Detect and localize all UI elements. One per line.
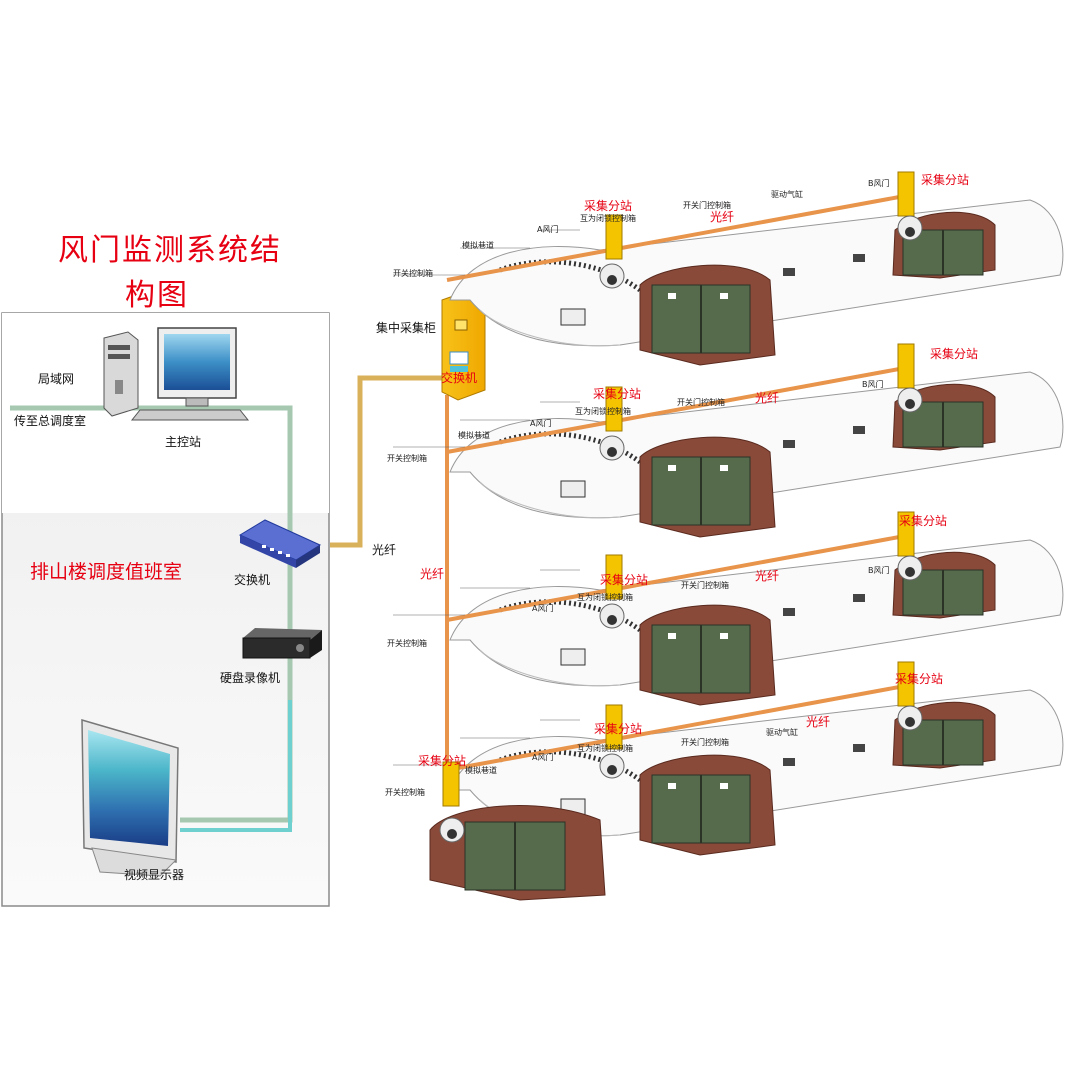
cabinet-label: 集中采集柜 [376,321,437,335]
door-ctrl-box-label-2: 开关门控制箱 [677,398,725,407]
pc-monitor-icon [130,327,250,421]
interlock-box-label-4: 互为闭锁控制箱 [577,744,633,753]
switch-box-label-4: 开关控制箱 [385,788,425,797]
switch-label: 交换机 [234,573,271,587]
room-label: 排山楼调度值班室 [30,561,183,583]
fiber-label-trunk: 光纤 [420,567,445,581]
monitor-label: 视频显示器 [124,868,185,882]
substation-label-4b: 采集分站 [895,672,944,686]
cabinet-switch-label: 交换机 [441,371,478,385]
sim-tunnel-label-1: 模拟巷道 [462,241,494,250]
door-a-label-2: A风门 [530,419,552,428]
door-a-label-3: A风门 [532,604,554,613]
door-b-label-1: B风门 [868,179,890,188]
send-to-dispatch-label: 传至总调度室 [14,414,87,428]
video-monitor-icon [81,718,179,877]
substation-label-3a: 采集分站 [600,573,649,587]
fiber-label-2: 光纤 [755,391,780,405]
sim-tunnel-label-2: 模拟巷道 [458,431,490,440]
sim-tunnel-label-4: 模拟巷道 [465,766,497,775]
fiber-label-room: 光纤 [372,543,397,557]
tunnel-section [393,171,1064,366]
interlock-box-label-2: 互为闭锁控制箱 [575,407,631,416]
lan-label: 局域网 [38,372,75,386]
fiber-label-4: 光纤 [806,715,831,729]
switch-box-label-1: 开关控制箱 [393,269,433,278]
diagram-title-line2: 构图 [125,278,189,313]
substation-label-1b: 采集分站 [921,173,970,187]
fiber-label-3: 光纤 [755,569,780,583]
main-station-label: 主控站 [165,435,202,449]
interlock-box-label-3: 互为闭锁控制箱 [577,593,633,602]
fiber-label-1: 光纤 [710,210,735,224]
door-b-label-2: B风门 [862,380,884,389]
dvr-icon [242,628,322,659]
door-ctrl-box-label-3: 开关门控制箱 [681,581,729,590]
door-a-label-1: A风门 [537,225,559,234]
substation-label-2b: 采集分站 [930,347,979,361]
door-a-label-4: A风门 [532,753,554,762]
diagram-title-line1: 风门监测系统结 [58,233,282,268]
switch-box-label-3: 开关控制箱 [387,639,427,648]
substation-label-1a: 采集分站 [584,199,633,213]
tunnel-door-front [429,761,606,901]
door-ctrl-box-label-4: 开关门控制箱 [681,738,729,747]
interlock-box-label-1: 互为闭锁控制箱 [580,214,636,223]
dvr-label: 硬盘录像机 [220,671,281,685]
video-cable [180,700,292,832]
door-ctrl-box-label-1: 开关门控制箱 [683,201,731,210]
pc-tower-icon [103,331,139,417]
cylinder-label-1: 驱动气缸 [771,190,803,199]
substation-label-3b: 采集分站 [899,514,948,528]
network-switch-icon [238,519,322,568]
collection-cabinet-icon [441,289,486,401]
fiber-room-to-cabinet [330,375,442,548]
substation-label-4a: 采集分站 [594,722,643,736]
cylinder-label-4: 驱动气缸 [766,728,798,737]
door-b-label-3: B风门 [868,566,890,575]
switch-box-label-2: 开关控制箱 [387,454,427,463]
substation-label-2a: 采集分站 [593,387,642,401]
lan-cable [10,405,293,823]
substation-label-4c: 采集分站 [418,754,467,768]
